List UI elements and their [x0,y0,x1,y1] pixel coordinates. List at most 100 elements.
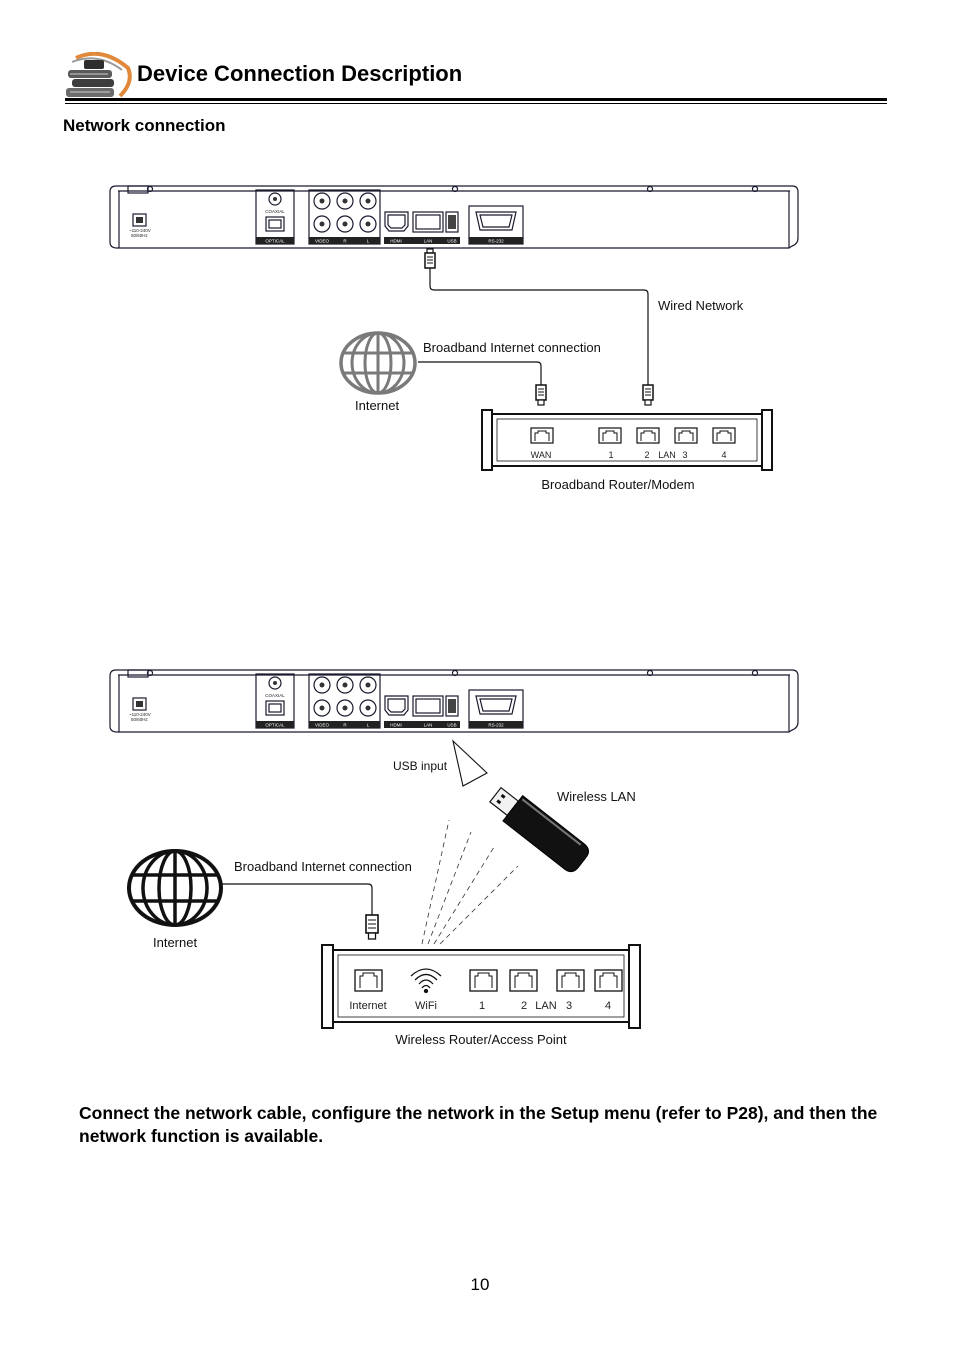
rca-port [336,676,354,694]
panel-outline [109,669,799,733]
av-ports: VIDEO R L [308,673,381,729]
broadband-cable [222,883,373,915]
usb-label: USB [447,723,456,728]
rca-port [313,699,331,717]
broadband-router: WAN 1 2 LAN 3 4 [481,409,773,471]
wireless-router: Internet WiFi 1 2 LAN 3 4 [321,944,641,1029]
power-socket: ~110-240V 50/60Hz [129,213,151,238]
power-frequency-label: 50/60Hz [131,233,149,238]
router-port-label: 4 [721,450,726,460]
adapter-body [502,794,589,873]
audio-left-label: L [367,239,370,244]
ethernet-port-icon [469,969,498,992]
power-voltage-label: ~110-240V [129,712,151,717]
rs232-port: RS-232 [468,689,524,729]
router-port-label: WiFi [415,1000,437,1012]
header-rule-thick [65,98,887,101]
broadband-connection-label: Broadband Internet connection [423,340,601,355]
panel-tab [127,185,149,194]
router-port-label: Internet [349,1000,386,1012]
screw [451,185,459,193]
audio-right-label: R [343,239,347,244]
rca-port [359,215,377,233]
rca-port [336,215,354,233]
hdmi-lan-usb-ports: HDMI LAN USB [384,211,460,244]
rs232-label: RS-232 [488,239,504,244]
section-title: Network connection [63,116,226,135]
rca-port [313,215,331,233]
ethernet-plug-icon [365,914,379,940]
ethernet-plug-icon [535,384,547,406]
router-port-label: 2 [644,450,649,460]
rs232-label: RS-232 [488,723,504,728]
rs232-port: RS-232 [468,205,524,245]
device-rear-panel-wired: ~110-240V 50/60Hz COAXIAL OPTICAL [109,185,799,249]
ethernet-port-icon [530,427,554,444]
router-port-label: WAN [531,450,552,460]
video-label: VIDEO [315,723,330,728]
globe-icon [339,331,417,395]
optical-port [265,216,285,232]
digital-audio-ports: COAXIAL OPTICAL [255,673,295,729]
ethernet-port-icon [598,427,622,444]
rca-port [313,676,331,694]
usb-port [445,695,459,717]
page-number: 10 [470,1275,490,1294]
av-ports: VIDEO R L [308,189,381,245]
broadband-cable [418,361,542,385]
books-logo-icon [66,52,132,98]
device-rear-panel-wireless: ~110-240V 50/60Hz COAXIAL OPTICAL [109,669,799,733]
coaxial-label: COAXIAL [265,693,285,698]
usb-port [445,211,459,233]
router-port-label: 3 [682,450,687,460]
wifi-icon [410,968,442,994]
hdmi-label: HDMI [390,239,402,244]
wireless-lan-label: Wireless LAN [557,789,636,804]
screw [751,669,759,677]
usb-wireless-adapter-icon [489,786,589,873]
instructions-paragraph: Connect the network cable, configure the… [79,1103,878,1146]
panel-tab [127,669,149,678]
wired-network-label: Wired Network [658,298,744,313]
ethernet-port-icon [674,427,698,444]
optical-label: OPTICAL [265,239,285,244]
lan-port [412,211,444,233]
header-rule-thin [65,103,887,104]
rca-port [359,192,377,210]
ethernet-plug-icon [642,384,654,406]
lan-label: LAN [424,723,433,728]
ethernet-port-icon [594,969,623,992]
ethernet-port-icon [712,427,736,444]
usb-label: USB [447,239,456,244]
power-frequency-label: 50/60Hz [131,717,149,722]
audio-right-label: R [343,723,347,728]
ethernet-cable [429,268,649,385]
page-title: Device Connection Description [137,61,463,86]
rca-port [359,699,377,717]
lan-label: LAN [424,239,433,244]
audio-left-label: L [367,723,370,728]
router-port-label: LAN [658,450,676,460]
internet-label: Internet [153,935,197,950]
ethernet-port-icon [636,427,660,444]
screw [646,185,654,193]
hdmi-lan-usb-ports: HDMI LAN USB [384,695,460,728]
lan-port [412,695,444,717]
rca-port [336,699,354,717]
broadband-connection-label: Broadband Internet connection [234,859,412,874]
ethernet-plug-icon [424,248,436,269]
usb-input-label: USB input [393,759,448,773]
router-port-label: 3 [566,1000,572,1012]
hdmi-port [384,695,409,716]
digital-audio-ports: COAXIAL OPTICAL [255,189,295,245]
power-voltage-label: ~110-240V [129,228,151,233]
screw [451,669,459,677]
power-socket: ~110-240V 50/60Hz [129,697,151,722]
screw [751,185,759,193]
router-port-label: 1 [608,450,613,460]
globe-icon [127,849,223,927]
ethernet-port-icon [509,969,538,992]
screw [146,669,154,677]
router-port-label: 4 [605,1000,611,1012]
